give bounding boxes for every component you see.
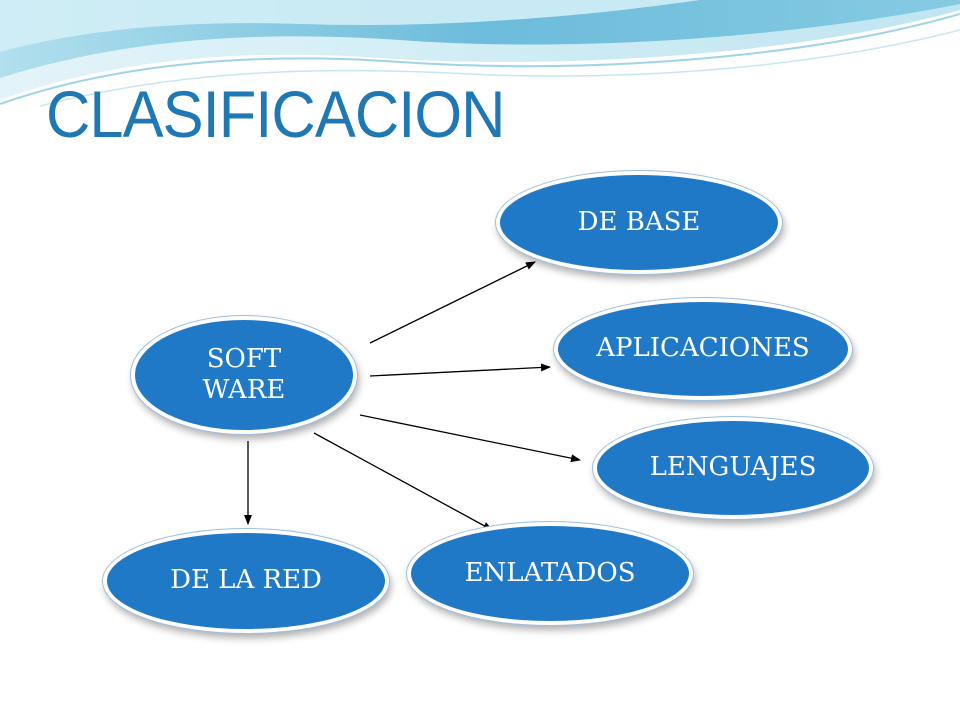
node-de-base: DE BASE <box>496 171 782 274</box>
node-lenguajes: LENGUAJES <box>593 417 873 519</box>
node-enlatados: ENLATADOS <box>407 522 693 625</box>
slide-title: CLASIFICACION <box>46 77 506 151</box>
arrow-to-enlatados <box>313 432 493 531</box>
node-de-la-red-label: DE LA RED <box>170 565 322 596</box>
node-de-la-red: DE LA RED <box>103 529 389 633</box>
node-de-base-label: DE BASE <box>577 206 701 237</box>
node-lenguajes-label: LENGUAJES <box>649 452 817 483</box>
arrow-to-aplicaciones <box>369 363 551 377</box>
arrow-to-lenguajes <box>359 414 581 463</box>
node-enlatados-label: ENLATADOS <box>464 557 636 588</box>
node-software-line-1: SOFT <box>206 343 282 374</box>
node-aplicaciones-label: APLICACIONES <box>596 333 810 364</box>
header-wave-decoration <box>0 0 960 107</box>
node-software: SOFT WARE <box>131 316 357 434</box>
node-aplicaciones: APLICACIONES <box>554 298 852 400</box>
arrow-to-de-base <box>369 261 536 344</box>
node-software-line-2: WARE <box>202 375 286 405</box>
